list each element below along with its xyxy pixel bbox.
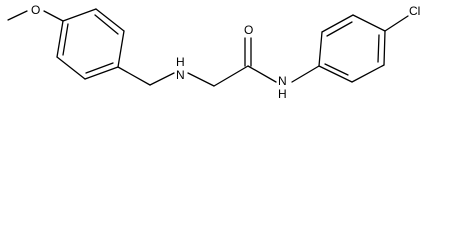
bond-ring2-cl xyxy=(384,15,409,32)
ring1-bond xyxy=(56,56,86,80)
ring2-bond xyxy=(383,30,386,66)
ring2-bond xyxy=(321,14,354,33)
bond-ring1-ch2 xyxy=(117,66,151,86)
ring2-bond xyxy=(352,14,386,32)
ring2-double-bond xyxy=(326,21,353,37)
bond-methyl-o xyxy=(7,10,28,21)
ring2-bond xyxy=(318,31,323,67)
ring1-bond xyxy=(117,30,125,68)
ring2-double-bond xyxy=(324,63,349,76)
ring1-double-bond xyxy=(94,14,119,35)
carbonyl-oxygen-label: O xyxy=(244,23,253,37)
bond-ch2-nh xyxy=(149,72,175,86)
ring2-double-bond xyxy=(377,34,380,63)
methoxyphenyl-ring xyxy=(56,8,125,80)
ring1-double-bond xyxy=(85,62,114,74)
chlorophenyl-ring xyxy=(318,14,386,83)
bond-o-ring1 xyxy=(43,10,64,22)
methoxy-oxygen-label: O xyxy=(31,3,40,17)
ring2-bond xyxy=(318,65,353,83)
bond-ch2-carbonyl xyxy=(213,65,249,87)
ring1-bond xyxy=(84,66,119,80)
chlorine-label: Cl xyxy=(409,4,420,18)
bond-nh-ring2 xyxy=(291,65,320,83)
ring1-bond xyxy=(62,8,97,22)
bond-nh-ch2 xyxy=(187,72,215,87)
ring2-bond xyxy=(351,64,385,83)
ring1-bond xyxy=(56,20,64,58)
bond-carbonyl-nh xyxy=(247,65,277,83)
ring1-double-bond xyxy=(62,23,69,56)
ring1-bond xyxy=(95,8,125,32)
